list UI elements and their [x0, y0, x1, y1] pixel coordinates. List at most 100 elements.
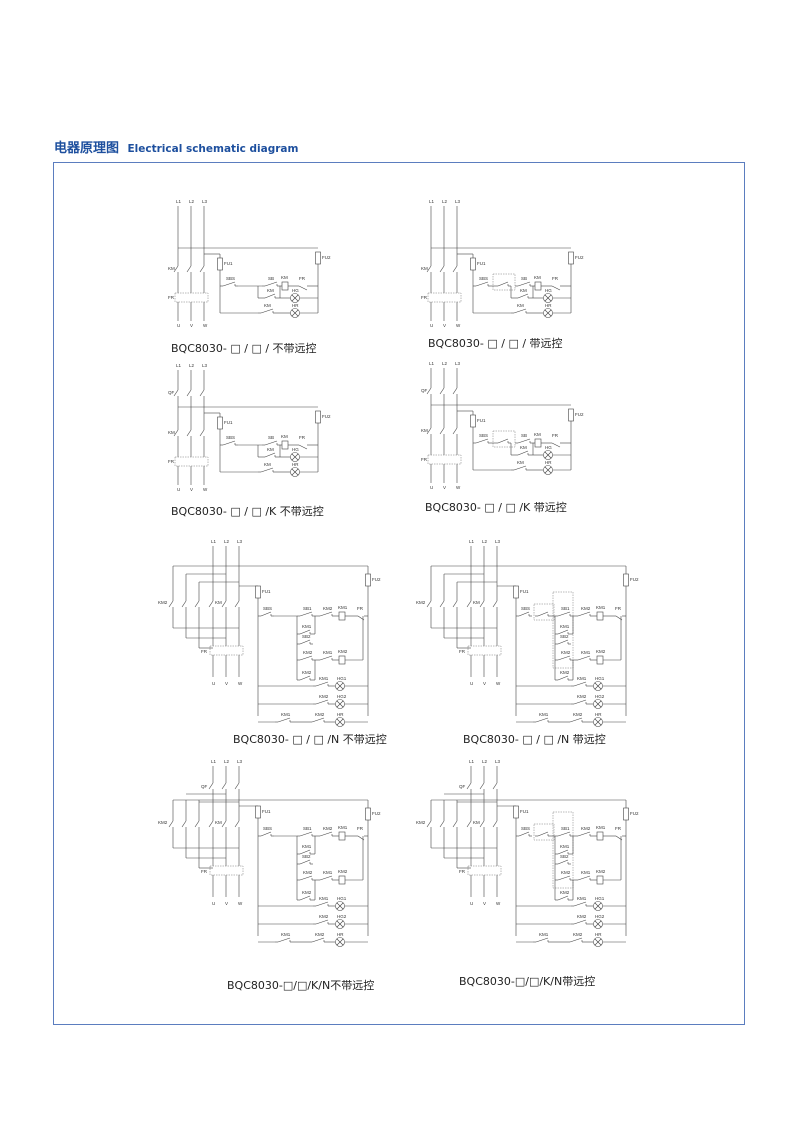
- title-chinese: 电器原理图: [54, 141, 120, 156]
- fuse-icon: [255, 585, 261, 599]
- label-sb: SB: [268, 435, 274, 440]
- label-km1: KM1: [596, 605, 606, 610]
- label-fr: FR: [357, 826, 364, 831]
- thermal-relay: [467, 645, 502, 656]
- wire: [513, 465, 527, 471]
- label-fr: FR: [357, 606, 364, 611]
- label-km: KM: [168, 266, 175, 271]
- label-l1: L1: [429, 361, 435, 366]
- label-km1: KM1: [319, 676, 329, 681]
- label-km1: KM1: [596, 825, 606, 830]
- label-fr: FR: [421, 295, 428, 300]
- label-sbs: SBS: [263, 606, 272, 611]
- caption-8: BQC8030-□/□/K/N带远控: [459, 975, 596, 988]
- wire: [168, 820, 174, 828]
- label-km: KM: [517, 460, 524, 465]
- thermal-relay: [174, 292, 209, 303]
- fuse-icon: [568, 251, 574, 265]
- label-km2: KM2: [573, 932, 583, 937]
- wire: [186, 429, 192, 437]
- label-fu2: FU2: [372, 577, 381, 582]
- label-km: KM: [264, 303, 271, 308]
- label-km2: KM2: [338, 869, 348, 874]
- label-km1: KM1: [560, 844, 570, 849]
- label-v: V: [483, 681, 486, 686]
- label-km2: KM2: [302, 670, 312, 675]
- wire: [315, 901, 329, 907]
- wire: [479, 782, 485, 790]
- wire: [336, 718, 344, 726]
- label-fr: FR: [421, 457, 428, 462]
- wire: [208, 820, 214, 828]
- label-l1: L1: [211, 759, 217, 764]
- wire: [577, 875, 591, 881]
- wire: [452, 387, 458, 395]
- wire: [260, 831, 272, 837]
- label-km1: KM1: [281, 712, 291, 717]
- wire: [319, 831, 333, 837]
- label-km1: KM1: [302, 624, 312, 629]
- wire: [299, 655, 313, 661]
- wire: [517, 293, 529, 299]
- wire: [557, 611, 571, 617]
- label-sb2: SB2: [302, 634, 311, 639]
- label-km: KM: [534, 432, 541, 437]
- label-fr: FR: [615, 826, 622, 831]
- label-l2: L2: [189, 199, 195, 204]
- wire: [544, 294, 552, 302]
- label-hg1: HG1: [337, 676, 347, 681]
- label-fr: FR: [168, 459, 175, 464]
- fuse-icon: [365, 573, 371, 587]
- wire: [186, 265, 192, 273]
- fuse-icon: [255, 805, 261, 819]
- wire: [452, 427, 458, 435]
- wire: [517, 450, 529, 456]
- remote-box: [533, 603, 555, 621]
- wire: [551, 442, 561, 448]
- label-sb2: SB2: [560, 634, 569, 639]
- wire: [492, 782, 498, 790]
- label-km2: KM2: [338, 649, 348, 654]
- label-km2: KM2: [577, 694, 587, 699]
- label-sbs: SBS: [263, 826, 272, 831]
- wire: [173, 429, 179, 437]
- label-fr: FR: [459, 649, 466, 654]
- label-l1: L1: [176, 363, 182, 368]
- wire: [544, 451, 552, 459]
- wire: [594, 902, 602, 910]
- label-fu2: FU2: [575, 255, 584, 260]
- fuse-icon: [568, 408, 574, 422]
- label-km: KM: [473, 600, 480, 605]
- remote-box: [552, 591, 574, 669]
- wire: [426, 820, 432, 828]
- label-v: V: [190, 323, 193, 328]
- wire: [573, 681, 587, 687]
- label-hg2: HG2: [337, 914, 347, 919]
- label-km: KM: [215, 820, 222, 825]
- label-km2: KM2: [303, 650, 313, 655]
- label-sb: SB: [521, 276, 527, 281]
- label-v: V: [190, 487, 193, 492]
- wire: [186, 389, 192, 397]
- wire: [537, 831, 549, 837]
- label-fr: FR: [201, 869, 208, 874]
- wire: [544, 466, 552, 474]
- wire: [168, 600, 174, 608]
- label-km: KM: [267, 447, 274, 452]
- label-km1: KM1: [581, 870, 591, 875]
- wire: [466, 820, 472, 828]
- label-l3: L3: [202, 199, 208, 204]
- thermal-relay: [174, 456, 209, 467]
- label-v: V: [443, 323, 446, 328]
- label-km2: KM2: [577, 914, 587, 919]
- label-l3: L3: [495, 759, 501, 764]
- wire: [199, 429, 205, 437]
- fuse-icon: [513, 585, 519, 599]
- label-sb: SB: [521, 433, 527, 438]
- label-km: KM: [473, 820, 480, 825]
- label-km2: KM2: [573, 712, 583, 717]
- label-km2: KM2: [416, 600, 426, 605]
- wire: [291, 309, 299, 317]
- label-u: U: [470, 681, 473, 686]
